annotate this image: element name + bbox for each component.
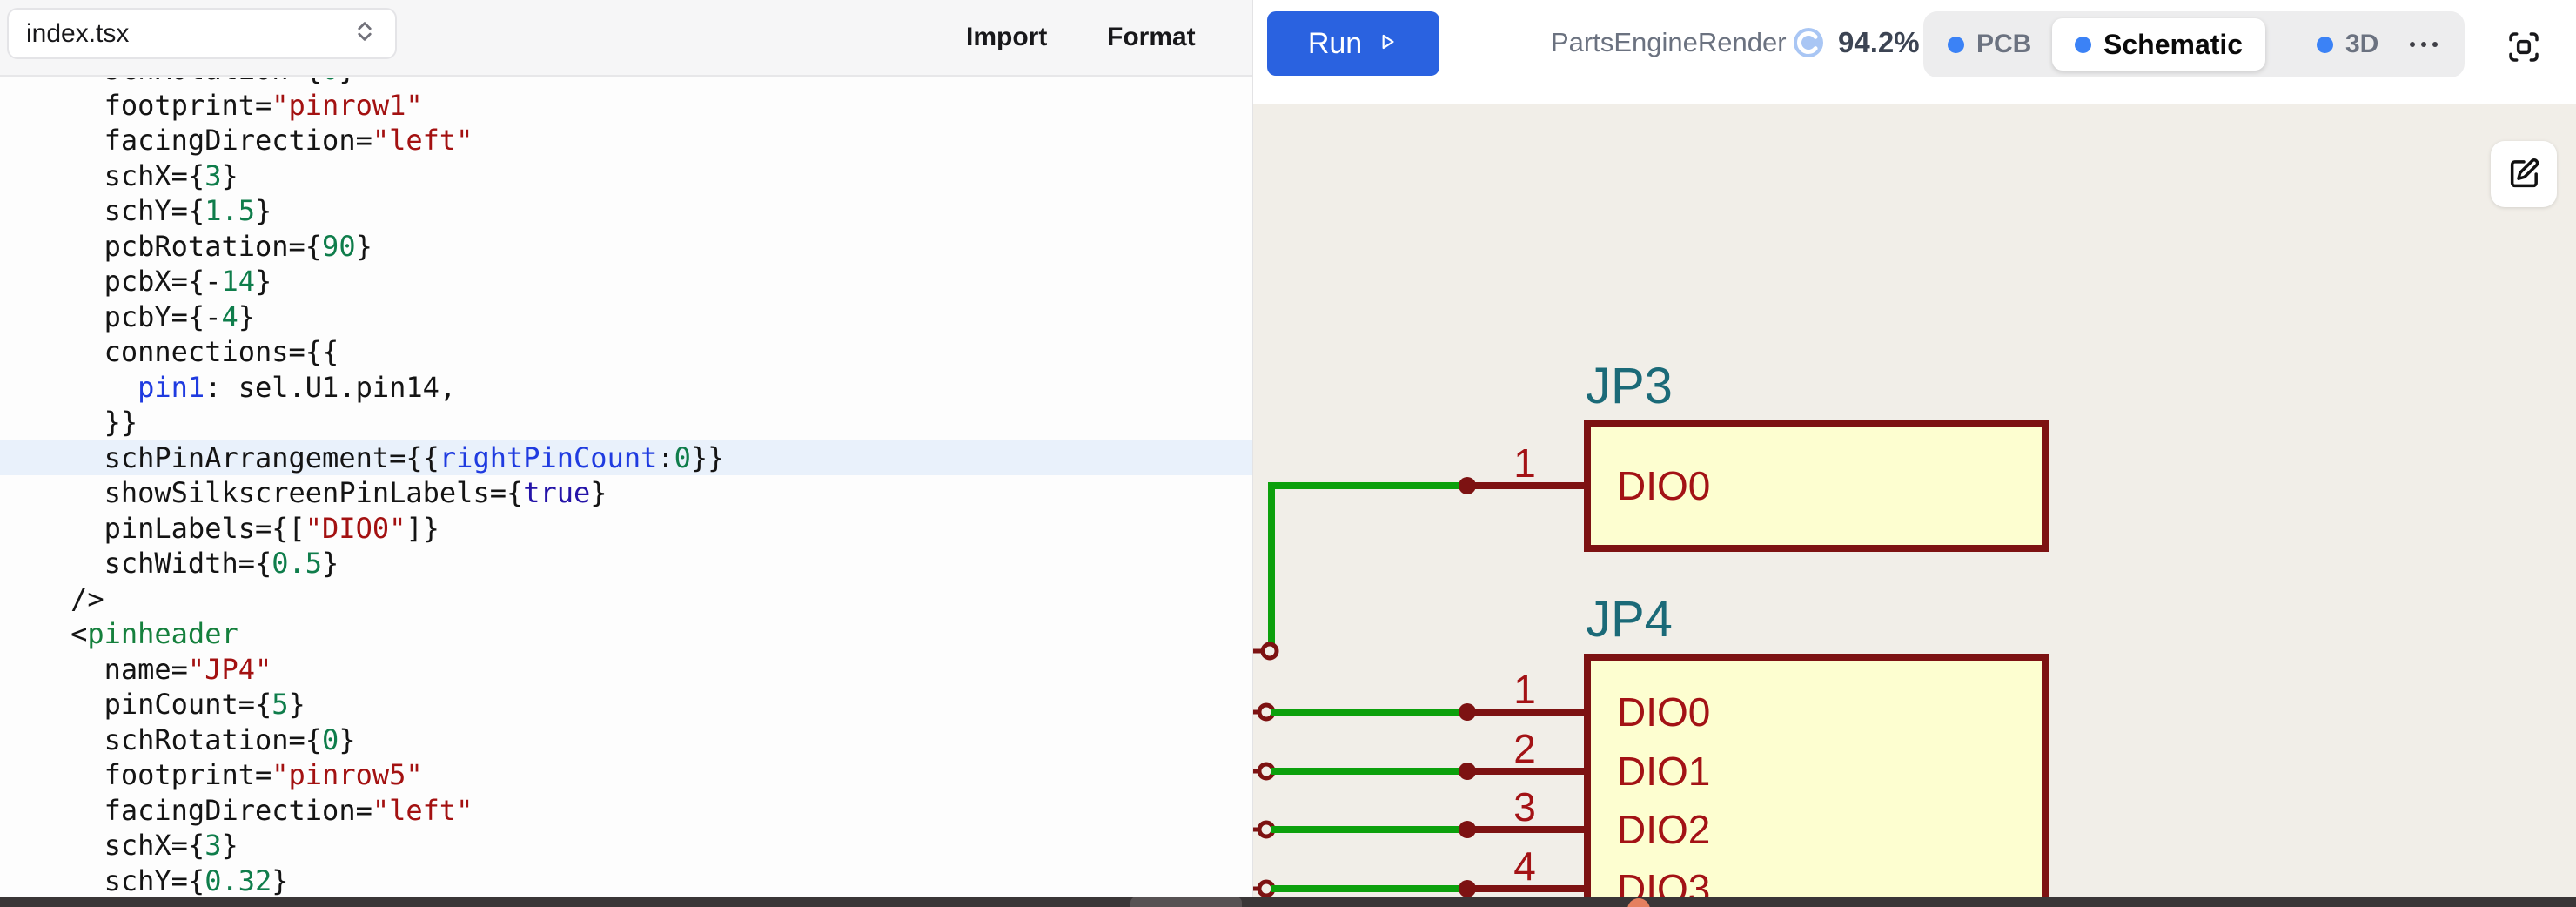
code-line[interactable]: facingDirection="left": [3, 793, 473, 827]
dot-icon: [2410, 42, 2415, 47]
edit-button[interactable]: [2491, 141, 2557, 207]
component-ref-label: JP4: [1586, 591, 1673, 648]
bottom-bar-handle[interactable]: [1130, 897, 1242, 907]
code-line[interactable]: schPinArrangement={{rightPinCount:0}}: [0, 440, 1253, 475]
fullscreen-icon: [2509, 31, 2539, 62]
viewer-pane: Run PartsEngineRender 94.2%: [1253, 0, 2576, 907]
progress-spinner-icon: [1792, 26, 1825, 59]
run-button-label: Run: [1307, 26, 1363, 60]
code-line[interactable]: pcbRotation={90}: [3, 229, 372, 263]
play-icon: [1376, 27, 1399, 61]
code-line[interactable]: schWidth={0.5}: [3, 547, 339, 580]
progress-percentage: 94.2%: [1838, 26, 1920, 58]
dot-icon: [2421, 42, 2426, 47]
tab-label: 3D: [2345, 30, 2379, 58]
net-port-dot: [1260, 642, 1279, 661]
component-body-jp3[interactable]: [1584, 420, 2049, 552]
net-port-dot: [1257, 702, 1276, 722]
code-editor-pane: index.tsx Import Format schRotation={0} …: [0, 0, 1253, 907]
tab-label: Schematic: [2103, 28, 2244, 60]
code-line[interactable]: pcbY={-4}: [3, 299, 255, 333]
cursor-indicator-dot: [1627, 898, 1650, 907]
component-ref-label: JP3: [1586, 358, 1673, 414]
tab-label: PCB: [1976, 30, 2032, 58]
code-line[interactable]: name="JP4": [3, 652, 272, 686]
view-tabbar: PCB Schematic 3D: [1923, 11, 2465, 77]
pin-number: 2: [1513, 726, 1536, 771]
viewer-header: Run PartsEngineRender 94.2%: [1253, 0, 2576, 104]
code-line[interactable]: facingDirection="left": [3, 124, 473, 157]
code-line[interactable]: footprint="pinrow5": [3, 758, 423, 791]
editor-header: index.tsx Import Format: [0, 0, 1253, 77]
code-line[interactable]: pcbX={-14}: [3, 265, 272, 298]
code-line[interactable]: schX={3}: [3, 829, 238, 862]
more-tabs-button[interactable]: [2393, 11, 2454, 77]
code-line[interactable]: }}: [3, 406, 138, 439]
engine-status-label: PartsEngineRender: [1551, 27, 1787, 57]
code-line[interactable]: schY={1.5}: [3, 194, 272, 227]
code-lines: schRotation={0} footprint="pinrow1" faci…: [0, 78, 1253, 897]
code-line[interactable]: schY={0.32}: [3, 863, 289, 897]
tab-pcb[interactable]: PCB: [1948, 11, 2031, 77]
pin-label: DIO0: [1617, 689, 1710, 735]
code-line[interactable]: connections={{: [3, 335, 339, 368]
tab-3d[interactable]: 3D: [2317, 11, 2378, 77]
code-editor[interactable]: schRotation={0} footprint="pinrow1" faci…: [0, 78, 1253, 897]
import-button[interactable]: Import: [966, 0, 1047, 75]
pin-number: 3: [1513, 784, 1536, 830]
code-line[interactable]: pinLabels={["DIO0"]}: [3, 511, 439, 545]
code-line[interactable]: pin1: sel.U1.pin14,: [138, 370, 457, 404]
component-body-jp4[interactable]: [1584, 654, 2049, 907]
file-selector[interactable]: index.tsx: [7, 8, 397, 59]
tab-schematic[interactable]: Schematic: [2052, 18, 2266, 71]
pane-divider[interactable]: [1252, 0, 1253, 897]
net-port-dot: [1257, 879, 1276, 898]
tab-dot-icon: [2075, 36, 2091, 53]
code-line[interactable]: showSilkscreenPinLabels={true}: [3, 476, 607, 509]
pin-number: 1: [1513, 440, 1536, 486]
pin-label: DIO2: [1617, 807, 1710, 852]
run-button[interactable]: Run: [1267, 11, 1439, 76]
code-line[interactable]: <pinheader: [3, 617, 238, 650]
net-port-dot: [1257, 820, 1276, 839]
tab-dot-icon: [2317, 36, 2333, 53]
code-line[interactable]: schRotation={0}: [3, 722, 356, 756]
tab-dot-icon: [1948, 36, 1964, 53]
pin-number: 1: [1513, 667, 1536, 712]
net-port-dot: [1257, 762, 1276, 781]
file-selector-value: index.tsx: [26, 18, 130, 48]
chevron-up-down-icon: [352, 18, 378, 49]
pin-number: 4: [1513, 843, 1536, 889]
bottom-bar: [0, 897, 2576, 907]
dot-icon: [2432, 42, 2438, 47]
code-line[interactable]: pinCount={5}: [3, 688, 305, 721]
fullscreen-button[interactable]: [2505, 29, 2543, 67]
code-line[interactable]: />: [3, 581, 104, 615]
format-button[interactable]: Format: [1107, 0, 1196, 75]
pin-label: DIO0: [1617, 463, 1710, 508]
code-line[interactable]: schX={3}: [3, 158, 238, 192]
edit-pencil-icon: [2510, 158, 2539, 188]
code-line[interactable]: footprint="pinrow1": [3, 88, 423, 122]
pin-label: DIO1: [1617, 749, 1710, 794]
code-line[interactable]: schRotation={0}: [0, 78, 1253, 88]
